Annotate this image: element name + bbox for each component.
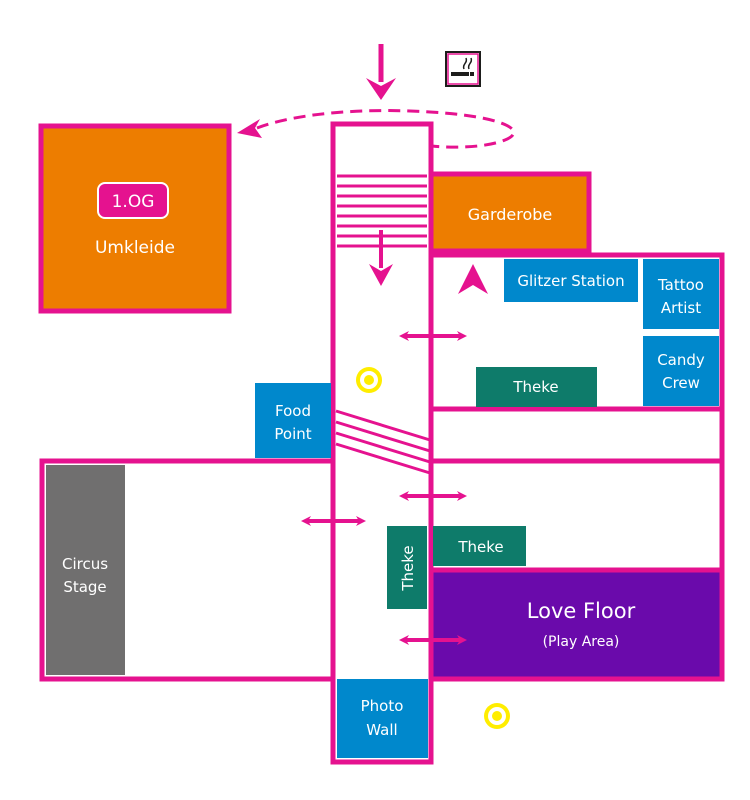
photo-label-line2: Wall (366, 721, 397, 739)
theke-vertical-label: Theke (399, 545, 417, 591)
love-floor-label: Love Floor (527, 599, 636, 623)
tattoo-artist[interactable]: Tattoo Artist (643, 259, 719, 329)
theke-vertical[interactable]: Theke (387, 526, 427, 609)
middle-right-passage (428, 406, 725, 464)
photo-label-line1: Photo (361, 697, 404, 715)
theke-lower-label: Theke (457, 538, 503, 556)
love-floor[interactable]: Love Floor (Play Area) (428, 567, 725, 682)
play-area-label: (Play Area) (543, 634, 620, 650)
theke-lower[interactable]: Theke (433, 526, 526, 566)
stairs-diagonal (335, 409, 431, 475)
sun-marker-icon (484, 703, 510, 729)
glitzer-station[interactable]: Glitzer Station (504, 259, 638, 302)
umkleide-arrowhead-icon (237, 119, 262, 138)
candy-label-line2: Crew (662, 374, 700, 392)
candy-label-line1: Candy (657, 351, 705, 369)
main-corridor (330, 121, 434, 765)
smoking-area-icon (445, 51, 481, 87)
tattoo-label-line1: Tattoo (657, 276, 704, 294)
entrance-arrow-icon (366, 44, 396, 100)
room-garderobe[interactable]: Garderobe (428, 171, 592, 254)
garderobe-label: Garderobe (468, 205, 553, 224)
theke-upper-label: Theke (512, 378, 558, 396)
photo-wall[interactable]: Photo Wall (337, 679, 428, 758)
circus-label-line2: Stage (63, 578, 106, 596)
corridor-down-arrow-icon (369, 230, 393, 286)
floor-badge-label: 1.OG (112, 192, 155, 212)
garderobe-up-arrow-icon (458, 264, 488, 294)
route-to-umkleide (256, 109, 516, 149)
circus-stage[interactable]: Circus Stage (46, 465, 125, 675)
tattoo-label-line2: Artist (661, 299, 701, 317)
floor-badge (97, 182, 169, 219)
room-umkleide[interactable]: 1.OG Umkleide (38, 123, 232, 314)
candy-crew[interactable]: Candy Crew (643, 336, 719, 406)
umkleide-label: Umkleide (95, 238, 175, 258)
food-point[interactable]: Food Point (255, 383, 331, 458)
glitzer-label: Glitzer Station (517, 272, 624, 290)
food-label-line2: Point (274, 425, 311, 443)
circus-label-line1: Circus (62, 555, 108, 573)
food-label-line1: Food (275, 402, 311, 420)
theke-upper[interactable]: Theke (476, 367, 597, 407)
sun-marker-icon (356, 367, 382, 393)
